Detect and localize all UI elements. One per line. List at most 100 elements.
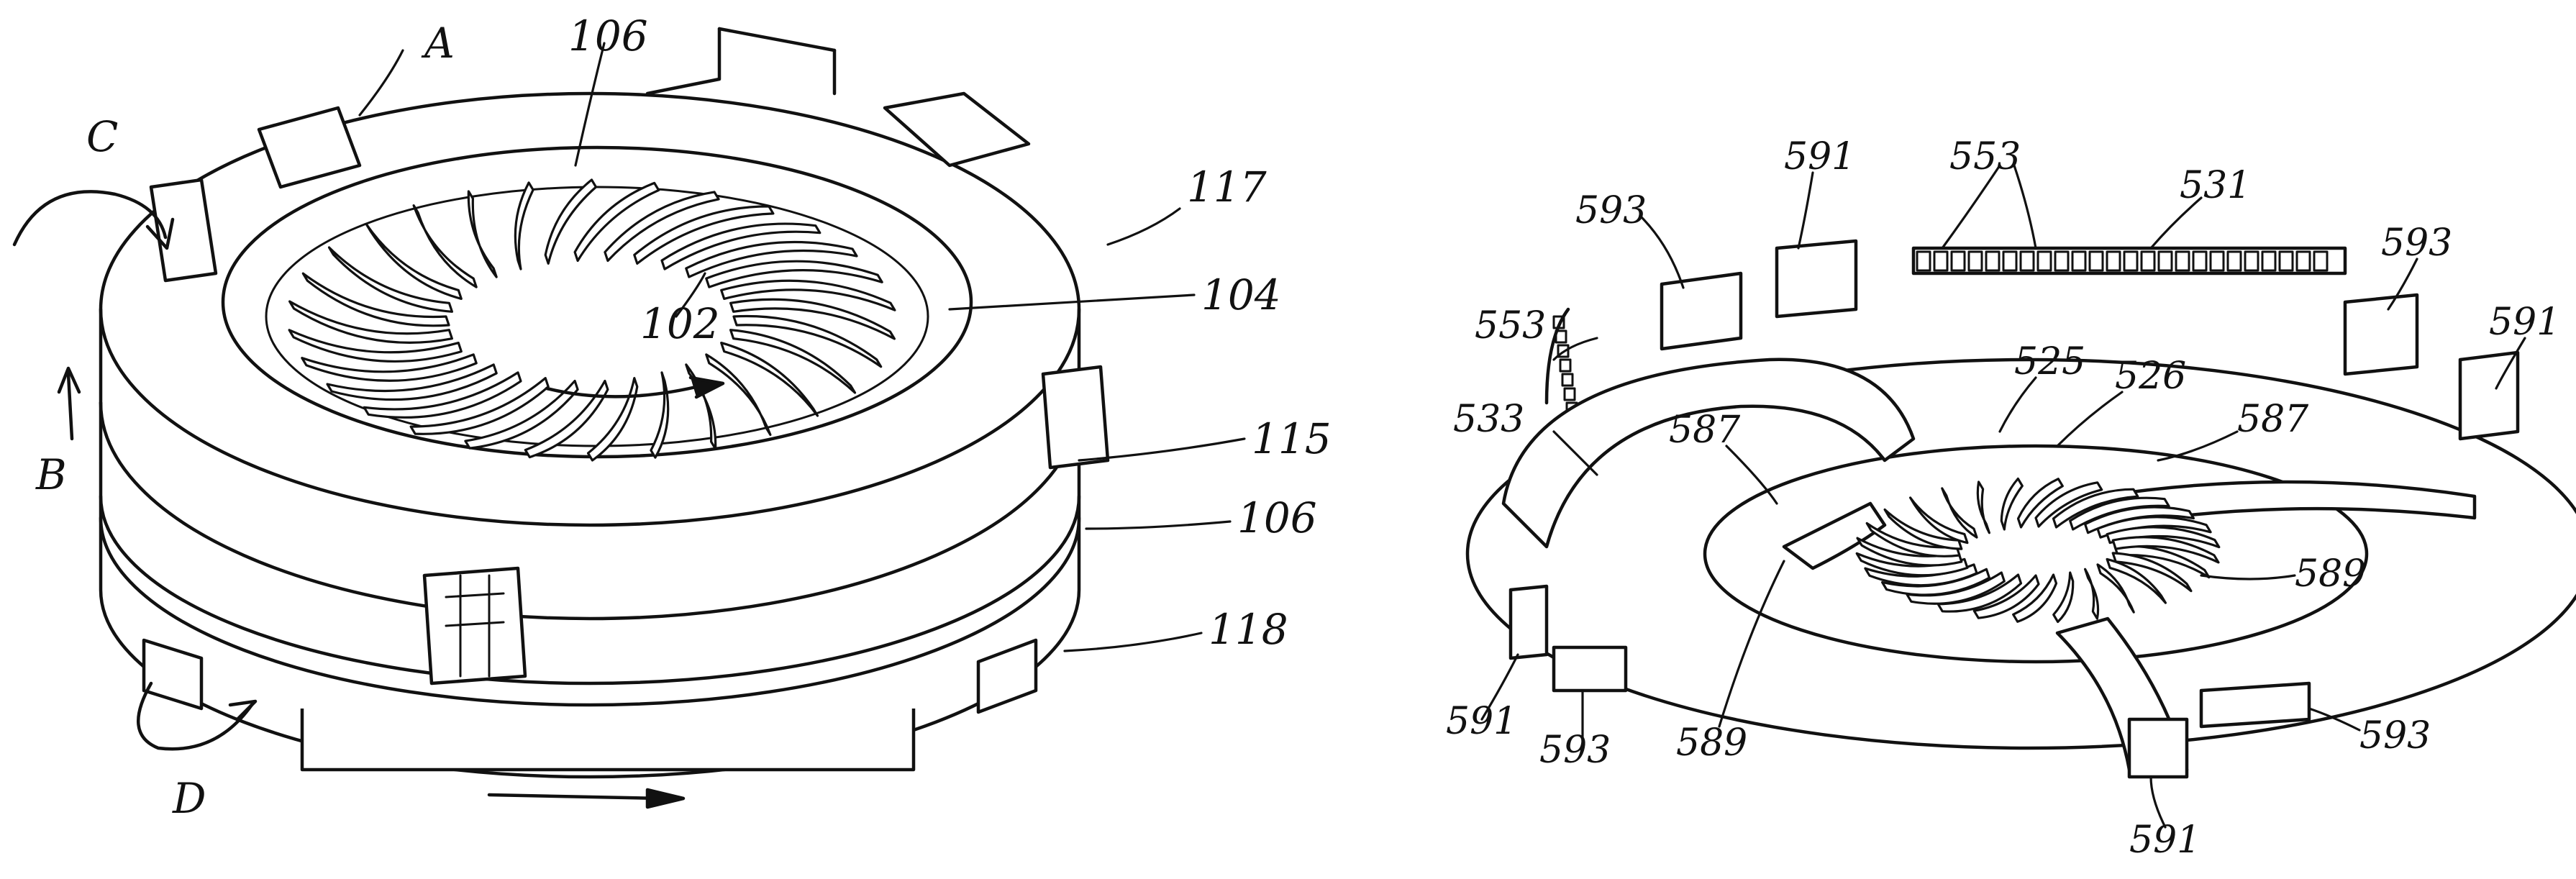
lattice-cell-left xyxy=(1559,358,1572,373)
label-102: 102 xyxy=(640,299,720,348)
label-106-right: 106 xyxy=(1237,493,1317,542)
lattice-cell xyxy=(1950,250,1966,272)
rotor-blade xyxy=(514,181,534,270)
rotor-blade xyxy=(633,205,775,265)
label-B: B xyxy=(35,450,67,499)
rotor-blade xyxy=(412,204,478,288)
plate-arrowhead xyxy=(645,788,686,809)
rotor-blade xyxy=(464,379,579,450)
rotor-blade xyxy=(409,377,550,435)
arrow-B xyxy=(66,372,74,441)
rotor-blade-right xyxy=(1909,496,1969,545)
rotor-blade-right xyxy=(2052,571,2075,624)
leader-593-tr xyxy=(2387,258,2418,311)
rotor-blade-right xyxy=(2096,563,2135,614)
leader-553-top xyxy=(1941,164,2037,250)
block-593-bottom-right xyxy=(2199,681,2311,729)
lattice-cell xyxy=(2313,250,2329,272)
duct-top-right xyxy=(883,91,1031,168)
duct-left xyxy=(149,178,218,283)
lattice-cell-left xyxy=(1563,387,1576,401)
label-106-top: 106 xyxy=(568,12,648,60)
block-591-bottom-left xyxy=(1508,584,1549,660)
rotor-blade xyxy=(544,178,598,265)
leader-553-left xyxy=(1552,337,1598,361)
rotor-blade xyxy=(363,371,522,419)
leader-526 xyxy=(2056,391,2124,447)
label-A: A xyxy=(421,19,455,68)
rotor-blade xyxy=(326,363,498,401)
rotor-blades xyxy=(288,178,896,462)
rotor-blade xyxy=(327,246,453,313)
rotor-blade-right xyxy=(1865,522,1961,557)
arrow-C-head xyxy=(145,217,175,250)
rotor-blade-right xyxy=(1941,487,1978,539)
lattice-cell-left xyxy=(1561,373,1574,387)
outer-rim-top xyxy=(99,91,1081,527)
label-593-tl: 593 xyxy=(1575,189,1647,232)
lattice-cell xyxy=(2088,250,2104,272)
leader-117 xyxy=(1106,207,1181,246)
rotor-blade-right xyxy=(1976,481,1990,534)
rotor-blade-right xyxy=(2084,568,2100,620)
rotor-blade xyxy=(301,272,450,327)
label-526: 526 xyxy=(2115,355,2186,398)
leader-591-bottom xyxy=(2149,775,2167,829)
bottom-tab-right xyxy=(976,638,1038,714)
lattice-cell-left xyxy=(1552,315,1565,329)
block-591-bottom xyxy=(2127,717,2189,779)
lattice-cell xyxy=(1933,250,1949,272)
bottom-tab-left xyxy=(142,638,204,711)
plate-arrow xyxy=(487,793,664,801)
rotor-blade-right xyxy=(1936,573,2023,613)
rotation-arrow xyxy=(545,383,707,398)
rotor-blade-right xyxy=(2111,552,2193,593)
rotor-blade-right xyxy=(2012,573,2058,623)
band-separator-line xyxy=(99,516,1081,707)
rotor-blade-right xyxy=(2034,481,2103,528)
block-593-top-right xyxy=(2343,293,2419,376)
arrow-D-head xyxy=(228,699,258,721)
label-C: C xyxy=(86,112,118,161)
duct-bottom-vanes xyxy=(445,574,505,678)
vane-segment-inner xyxy=(1782,501,1887,570)
lattice-cell xyxy=(2192,250,2208,272)
inner-ring-floor xyxy=(1703,444,2369,664)
lattice-cell xyxy=(2295,250,2311,272)
nozzle-ring-figure xyxy=(1465,164,2576,829)
arrow-B-head xyxy=(57,366,81,394)
rotor-blades-right xyxy=(1855,477,2221,624)
leader-106-top xyxy=(574,42,606,167)
rotor-blade-right xyxy=(2052,488,2139,529)
leader-589-bottom xyxy=(1718,560,1785,728)
lattice-cell xyxy=(1967,250,1983,272)
outer-ring-floor xyxy=(1465,357,2576,750)
leader-525 xyxy=(1998,376,2037,433)
label-117: 117 xyxy=(1187,163,1267,211)
leader-A xyxy=(358,49,404,117)
rotor-blade xyxy=(365,223,463,300)
bottom-rotor-plate xyxy=(300,709,916,772)
leader-591-top xyxy=(1797,171,1814,250)
rotor-blade-right xyxy=(2111,536,2220,564)
rim-cutout-top-edge xyxy=(717,27,837,53)
rotor-blade-right xyxy=(1972,574,2040,619)
rotor-blade xyxy=(732,314,883,368)
rotor-blade xyxy=(288,329,463,363)
leader-106-right xyxy=(1085,520,1232,530)
lattice-cell xyxy=(2226,250,2242,272)
block-593-bottom-left xyxy=(1552,645,1628,693)
label-118: 118 xyxy=(1209,605,1288,654)
vane-segment-left xyxy=(1501,357,1916,549)
lattice-cell-left xyxy=(1555,329,1567,344)
lattice-cell xyxy=(2036,250,2052,272)
lattice-cell xyxy=(2123,250,2139,272)
label-589-bottom: 589 xyxy=(1676,721,1747,765)
rotor-blade xyxy=(586,377,639,462)
label-115: 115 xyxy=(1252,414,1332,463)
leader-104 xyxy=(948,293,1196,311)
label-591-bottom: 591 xyxy=(2129,819,2200,862)
rotor-blade xyxy=(604,191,720,263)
